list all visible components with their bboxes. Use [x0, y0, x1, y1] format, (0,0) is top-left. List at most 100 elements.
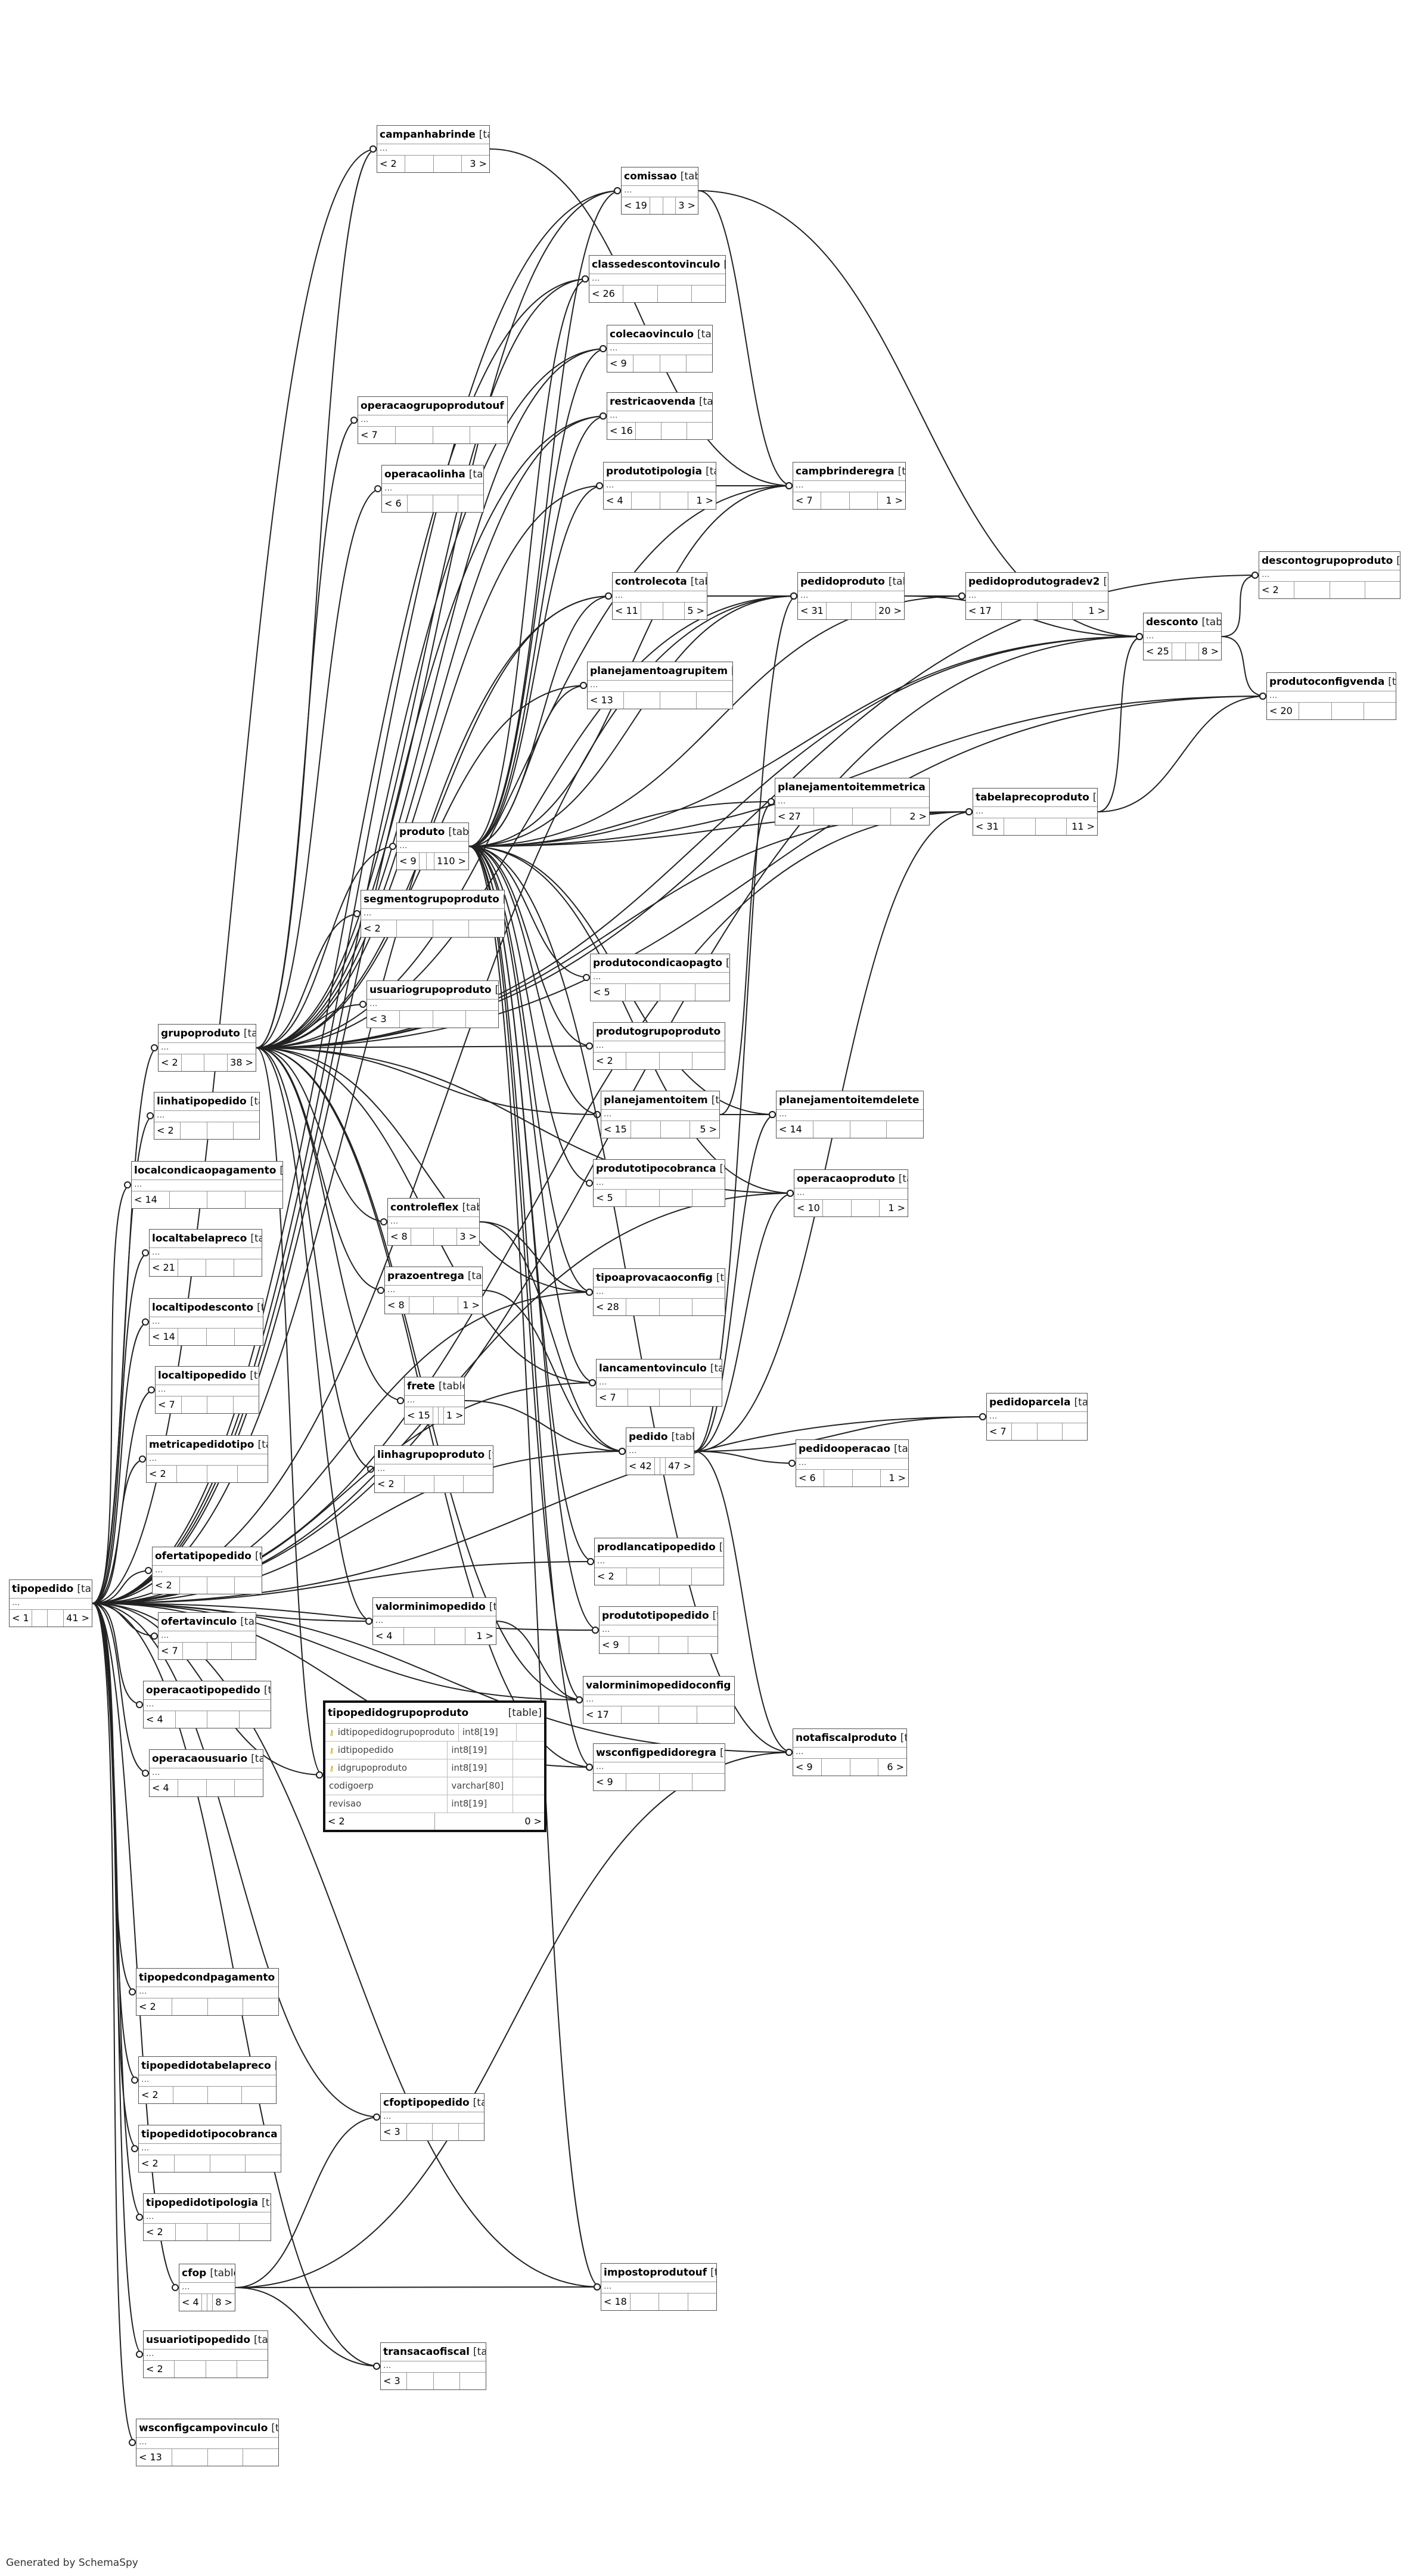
table-impostoprodutouf[interactable]: impostoprodutouf[table]...< 18: [601, 2263, 717, 2311]
parents-count[interactable]: < 4: [144, 1711, 176, 1728]
table-usuariogrupoproduto[interactable]: usuariogrupoproduto[table]...< 3: [367, 980, 499, 1028]
table-colecaovinculo[interactable]: colecaovinculo[table]...< 9: [607, 325, 713, 373]
table-wsconfigpedidoregra[interactable]: wsconfigpedidoregra[table]...< 9: [593, 1743, 725, 1791]
children-count[interactable]: [238, 1466, 268, 1482]
children-count[interactable]: [887, 1121, 923, 1138]
table-lancamentovinculo[interactable]: lancamentovinculo[table]...< 7: [596, 1359, 722, 1407]
table-tipopedidotipocobranca[interactable]: tipopedidotipocobranca[table]...< 2: [138, 2125, 281, 2172]
children-count[interactable]: [240, 2224, 271, 2240]
parents-count[interactable]: < 2: [325, 1813, 435, 1830]
table-notafiscalproduto[interactable]: notafiscalproduto[table]...< 96 >: [793, 1728, 907, 1776]
table-produtoconfigvenda[interactable]: produtoconfigvenda[table]...< 20: [1266, 672, 1396, 720]
children-count[interactable]: 5 >: [687, 605, 704, 616]
children-count[interactable]: [235, 1577, 262, 1594]
children-count[interactable]: [1364, 703, 1396, 719]
table-restricaovenda[interactable]: restricaovenda[table]...< 16: [607, 392, 713, 440]
parents-count[interactable]: < 42: [626, 1458, 655, 1475]
parents-count[interactable]: < 25: [1144, 643, 1172, 660]
table-produtogrupoproduto[interactable]: produtogrupoproduto[table]...< 2: [593, 1022, 725, 1070]
parents-count[interactable]: < 9: [607, 355, 634, 372]
table-wsconfigcampovinculo[interactable]: wsconfigcampovinculo[table]...< 13: [136, 2419, 279, 2466]
parents-count[interactable]: < 2: [375, 1476, 405, 1492]
children-count[interactable]: 20 >: [878, 605, 902, 616]
table-operacaogrupoprodutouf[interactable]: operacaogrupoprodutouf[table]...< 7: [358, 396, 508, 444]
parents-count[interactable]: < 2: [377, 156, 406, 172]
table-tipopedidotabelapreco[interactable]: tipopedidotabelapreco[table]...< 2: [138, 2056, 277, 2104]
table-controleflex[interactable]: controleflex[table]...< 83 >: [387, 1198, 480, 1246]
table-localtipopedido[interactable]: localtipopedido[table]...< 7: [155, 1366, 259, 1414]
parents-count[interactable]: < 21: [150, 1259, 178, 1276]
table-ofertavinculo[interactable]: ofertavinculo[table]...< 7: [158, 1612, 256, 1660]
children-count[interactable]: [464, 1476, 493, 1492]
children-count[interactable]: 3 >: [459, 1231, 477, 1242]
parents-count[interactable]: < 10: [794, 1200, 823, 1216]
parents-count[interactable]: < 31: [973, 818, 1005, 835]
parents-count[interactable]: < 7: [597, 1389, 628, 1406]
table-tipopedidotipologia[interactable]: tipopedidotipologia[table]...< 2: [143, 2193, 271, 2241]
parents-count[interactable]: < 13: [588, 692, 624, 709]
parents-count[interactable]: < 2: [139, 2155, 175, 2172]
children-count[interactable]: [470, 427, 507, 443]
table-cfop[interactable]: cfop[table]...< 48 >: [179, 2264, 235, 2311]
parents-count[interactable]: < 2: [144, 2224, 176, 2240]
table-localcondicaopagamento[interactable]: localcondicaopagamento[table]...< 14: [131, 1161, 283, 1209]
children-count[interactable]: 1 >: [888, 1202, 906, 1213]
table-produtocondicaopagto[interactable]: produtocondicaopagto[table]...< 5: [590, 954, 730, 1001]
children-count[interactable]: [692, 285, 725, 302]
table-transacaofiscal[interactable]: transacaofiscal[table]...< 3: [380, 2342, 486, 2390]
table-localtipodesconto[interactable]: localtipodesconto[table]...< 14: [149, 1298, 263, 1346]
children-count[interactable]: [697, 1706, 735, 1723]
children-count[interactable]: 3 >: [470, 158, 487, 169]
parents-count[interactable]: < 9: [594, 1774, 627, 1790]
children-count[interactable]: [234, 1396, 259, 1413]
children-count[interactable]: 1 >: [462, 1299, 480, 1311]
parents-count[interactable]: < 9: [793, 1759, 822, 1776]
parents-count[interactable]: < 5: [594, 1190, 627, 1206]
children-count[interactable]: [234, 1259, 262, 1276]
parents-count[interactable]: < 6: [796, 1470, 825, 1486]
parents-count[interactable]: < 4: [179, 2294, 202, 2311]
parents-count[interactable]: < 2: [154, 1122, 181, 1139]
table-pedidoprodutogradev2[interactable]: pedidoprodutogradev2[table]...< 171 >: [965, 572, 1108, 620]
parents-count[interactable]: < 13: [136, 2449, 172, 2466]
parents-count[interactable]: < 5: [591, 984, 626, 1001]
parents-count[interactable]: < 19: [622, 197, 650, 214]
children-count[interactable]: [235, 1780, 263, 1796]
parents-count[interactable]: < 2: [144, 2361, 175, 2378]
parents-count[interactable]: < 3: [381, 2124, 407, 2140]
parents-count[interactable]: < 8: [385, 1297, 409, 1314]
parents-count[interactable]: < 27: [775, 808, 814, 825]
children-count[interactable]: 47 >: [668, 1460, 691, 1472]
children-count[interactable]: [246, 2155, 281, 2172]
children-count[interactable]: 0 >: [524, 1815, 542, 1827]
table-campbrinderegra[interactable]: campbrinderegra[table]...< 71 >: [793, 462, 906, 510]
children-count[interactable]: 38 >: [230, 1057, 254, 1068]
table-campanhabrinde[interactable]: campanhabrinde[table]...< 23 >: [377, 125, 490, 173]
parents-count[interactable]: < 26: [589, 285, 624, 302]
table-cfoptipopedido[interactable]: cfoptipopedido[table]...< 3: [380, 2093, 485, 2141]
parents-count[interactable]: < 14: [150, 1329, 178, 1345]
table-descontogrupoproduto[interactable]: descontogrupoproduto[table]...< 2: [1259, 551, 1400, 599]
parents-count[interactable]: < 31: [798, 603, 827, 619]
parents-count[interactable]: < 17: [583, 1706, 622, 1723]
parents-count[interactable]: < 2: [159, 1054, 182, 1071]
children-count[interactable]: [240, 1711, 271, 1728]
children-count[interactable]: 41 >: [66, 1612, 89, 1624]
table-frete[interactable]: frete[table]...< 151 >: [404, 1377, 465, 1424]
table-pedidoparcela[interactable]: pedidoparcela[table]...< 7: [986, 1393, 1088, 1441]
parents-count[interactable]: < 3: [367, 1011, 400, 1028]
children-count[interactable]: 1 >: [446, 1410, 464, 1421]
table-operacaousuario[interactable]: operacaousuario[table]...< 4: [149, 1749, 263, 1797]
table-pedidooperacao[interactable]: pedidooperacao[table]...< 61 >: [796, 1439, 909, 1487]
table-ofertatipopedido[interactable]: ofertatipopedido[table]...< 2: [152, 1547, 262, 1594]
parents-count[interactable]: < 3: [381, 2373, 408, 2389]
children-count[interactable]: [459, 2124, 485, 2140]
table-planejamentoitemmetrica[interactable]: planejamentoitemmetrica[table]...< 272 >: [775, 778, 930, 825]
parents-count[interactable]: < 4: [604, 492, 632, 509]
table-linhatipopedido[interactable]: linhatipopedido[table]...< 2: [154, 1092, 260, 1140]
children-count[interactable]: [687, 423, 712, 439]
